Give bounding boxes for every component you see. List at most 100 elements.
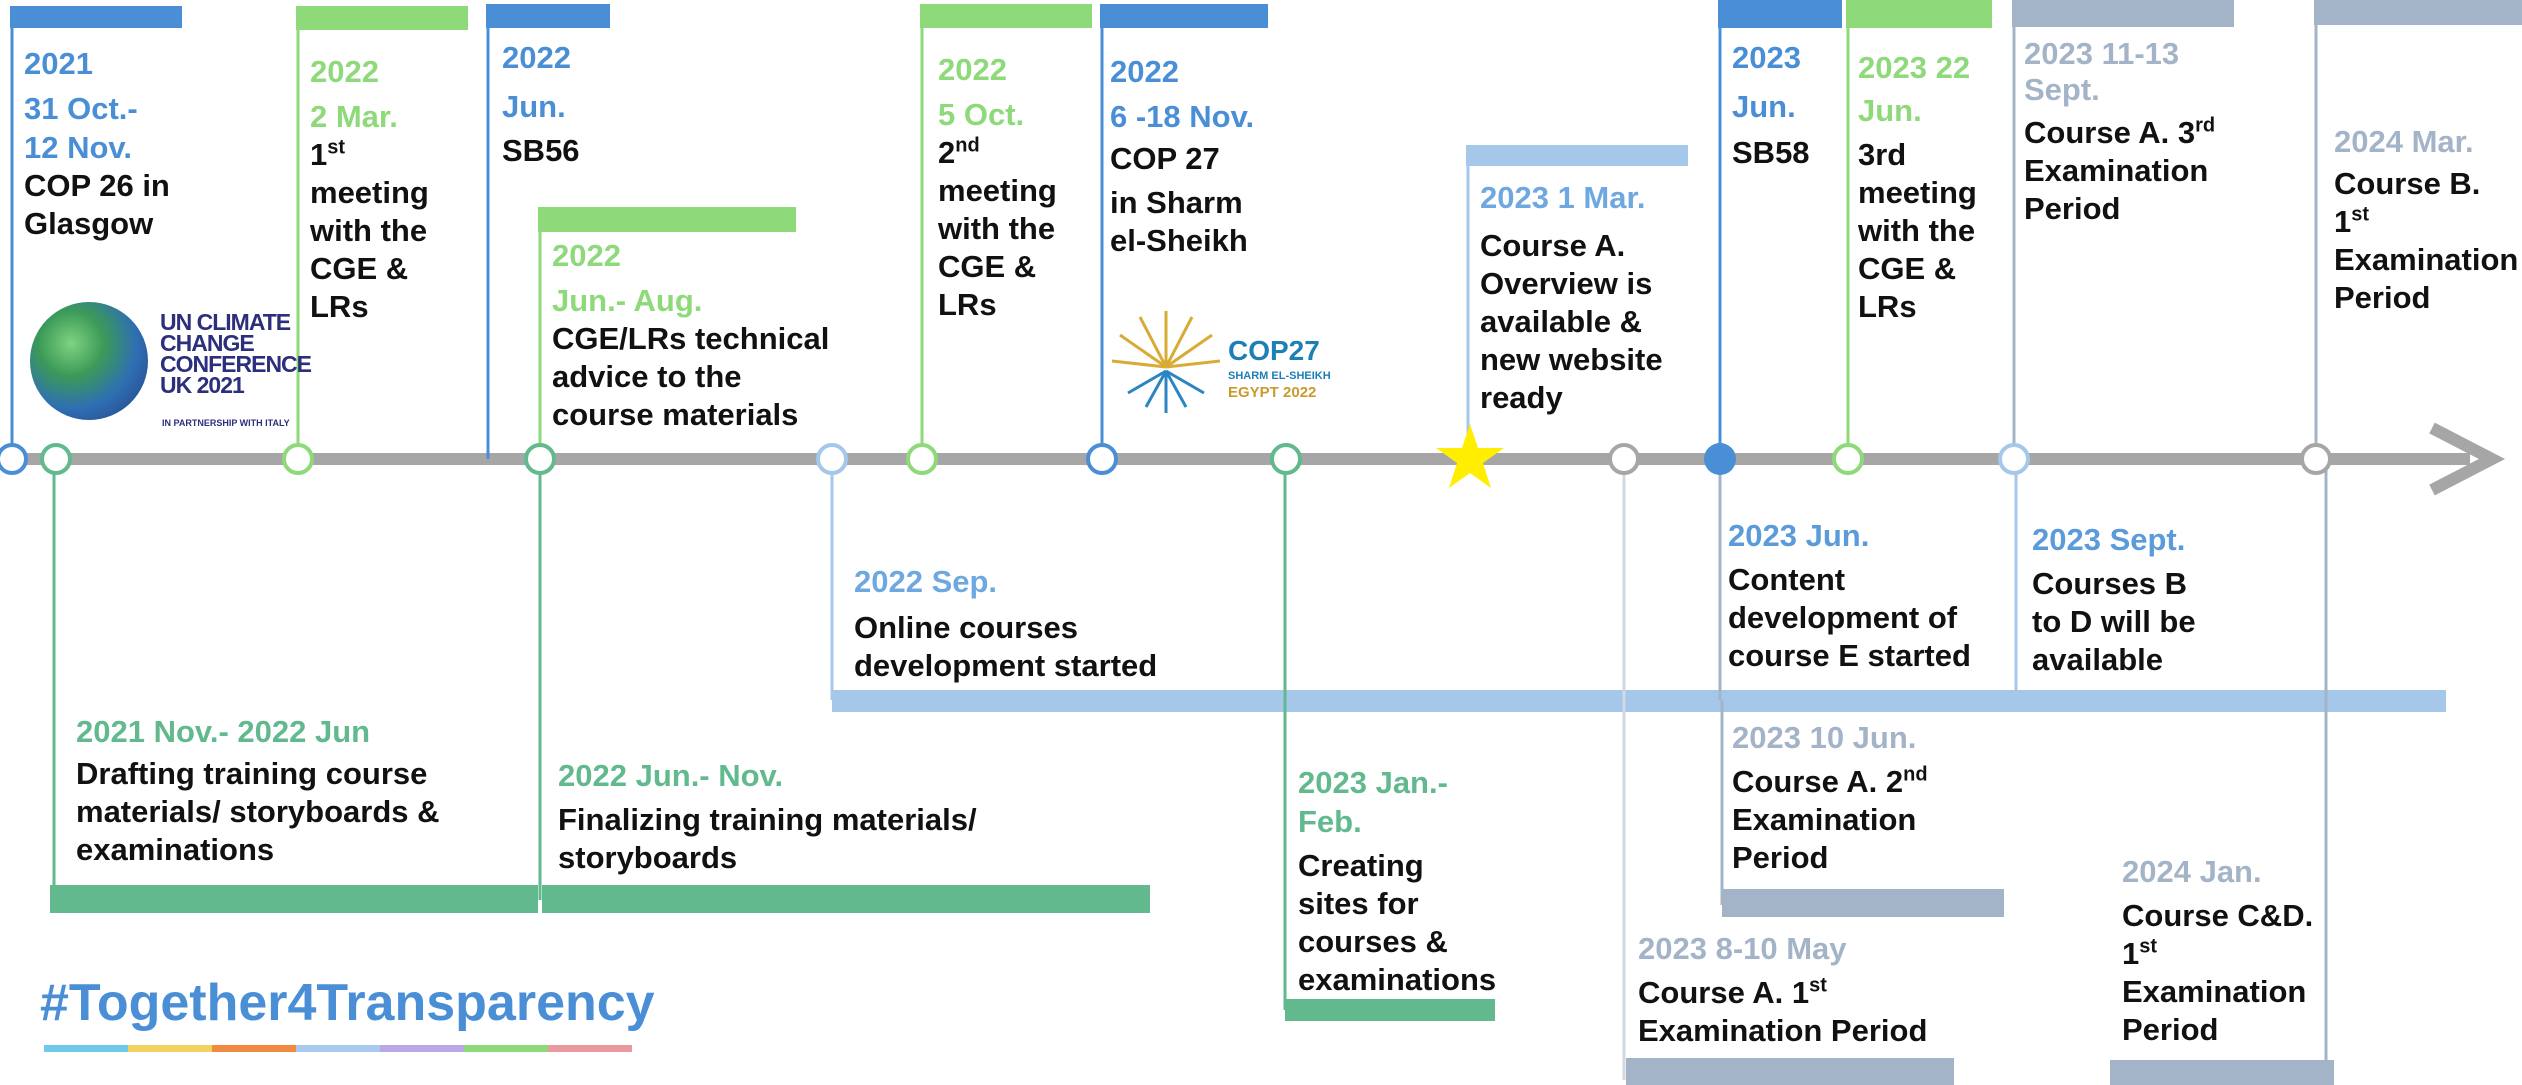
flag-e3 — [486, 4, 610, 459]
flag-e4 — [538, 207, 796, 459]
event-text: storyboards — [558, 840, 738, 875]
event-text: available & — [1480, 304, 1642, 339]
event-text: COP 27 — [1110, 141, 1220, 176]
event-text: Content — [1728, 562, 1846, 597]
event-date: 5 Oct. — [938, 97, 1025, 132]
event-text: meeting — [310, 175, 429, 210]
event-text: LRs — [310, 289, 369, 324]
cop27-logo-sub: SHARM EL-SHEIKH — [1228, 370, 1331, 382]
cop27-logo-name: COP27 — [1228, 335, 1320, 366]
event-text: el-Sheikh — [1110, 223, 1248, 258]
event-text: Period — [2024, 191, 2121, 226]
rainbow-segment — [296, 1045, 380, 1052]
event-text: sites for — [1298, 886, 1419, 921]
event-date: Jun. — [1858, 93, 1922, 128]
rainbow-segment — [128, 1045, 212, 1052]
event-date: 2 Mar. — [310, 99, 398, 134]
event-text: Examination — [1732, 802, 1917, 837]
event-e1: 2021 31 Oct.- 12 Nov. COP 26 in Glasgow — [24, 44, 170, 243]
event-date: Jun. — [1732, 89, 1796, 124]
event-e2: 2022 2 Mar. 1st meeting with the CGE & L… — [310, 52, 429, 326]
event-text: meeting — [1858, 175, 1977, 210]
event-text: SB56 — [502, 133, 580, 168]
rainbow-segment — [380, 1045, 464, 1052]
event-e7: 2023 1 Mar. Course A. Overview is availa… — [1480, 178, 1663, 417]
event-date: 2023 Jan.- — [1298, 765, 1448, 800]
uk-climate-conference-logo: UN CLIMATE CHANGE CONFERENCE UK 2021 IN … — [24, 300, 312, 435]
flag-e18 — [1720, 700, 2004, 917]
ordinal-suffix: st — [1809, 974, 1827, 997]
event-e18: 2023 10 Jun. Course A. 2nd Examination P… — [1732, 718, 1928, 877]
event-text: ready — [1480, 380, 1563, 415]
event-e12: 2021 Nov.- 2022 Jun Drafting training co… — [76, 712, 440, 869]
event-date: 2021 Nov.- 2022 Jun — [76, 714, 371, 749]
event-e5: 2022 5 Oct. 2nd meeting with the CGE & L… — [938, 50, 1057, 324]
node-e10 — [1998, 443, 2030, 475]
event-e13: 2022 Jun.- Nov. Finalizing training mate… — [558, 756, 977, 877]
event-text: Online courses — [854, 610, 1078, 645]
event-text: LRs — [1858, 289, 1917, 324]
rainbow-segment — [464, 1045, 548, 1052]
flag-e10 — [2012, 0, 2234, 459]
rainbow-segment — [548, 1045, 632, 1052]
event-text: Glasgow — [24, 206, 154, 241]
node-e4 — [524, 443, 556, 475]
event-text: SB58 — [1732, 135, 1810, 170]
event-text: Course A. — [1480, 228, 1626, 263]
ordinal-suffix: nd — [1903, 763, 1928, 786]
ordinal-number: 1 — [2122, 936, 2140, 971]
flag-e6 — [1100, 4, 1268, 459]
node-e9 — [1832, 443, 1864, 475]
flag-e13 — [538, 459, 1150, 913]
event-text: development of — [1728, 600, 1958, 635]
event-date: 31 Oct.- — [24, 91, 138, 126]
event-e20: 2024 Jan. Course C&D. 1st Examination Pe… — [2122, 852, 2313, 1049]
node-e5 — [906, 443, 938, 475]
cop27-logo-sub2: EGYPT 2022 — [1228, 384, 1317, 401]
rainbow-underline — [44, 1045, 632, 1052]
cop27-logo: COP27 SHARM EL-SHEIKH EGYPT 2022 — [1110, 305, 1331, 420]
ordinal-suffix: st — [327, 136, 346, 159]
event-date: 2023 1 Mar. — [1480, 180, 1646, 215]
flag-e1 — [10, 6, 182, 459]
event-e10: 2023 11-13 Sept. Course A. 3rd Examinati… — [2024, 36, 2215, 228]
event-date: 2022 — [502, 40, 571, 75]
ordinal-suffix: nd — [955, 134, 980, 157]
event-text: CGE & — [310, 251, 409, 286]
event-e3: 2022 Jun. SB56 — [502, 38, 580, 170]
event-date: 2023 10 Jun. — [1732, 720, 1917, 755]
event-text: Examination — [2122, 974, 2307, 1009]
event-text: Course A. 2 — [1732, 764, 1904, 799]
node-e6 — [1086, 443, 1118, 475]
event-text: new website — [1480, 342, 1663, 377]
node-e11 — [2300, 443, 2332, 475]
event-date: 6 -18 Nov. — [1110, 99, 1255, 134]
event-e11: 2024 Mar. Course B. 1st Examination Peri… — [2334, 122, 2518, 317]
flag-e11 — [2314, 0, 2522, 459]
timeline-arrowhead — [2429, 422, 2506, 496]
ordinal-suffix: st — [2351, 203, 2370, 226]
star-icon — [1436, 424, 1504, 488]
event-text: with the — [938, 211, 1056, 246]
event-text: to D will be — [2032, 604, 2196, 639]
event-e4: 2022 Jun.- Aug. CGE/LRs technical advice… — [552, 236, 829, 434]
event-text: examinations — [1298, 962, 1497, 997]
event-text: Courses B — [2032, 566, 2188, 601]
event-text: Examination — [2024, 153, 2209, 188]
event-text: COP 26 in — [24, 168, 170, 203]
node-e8 — [1704, 443, 1736, 475]
event-date: 2021 — [24, 46, 93, 81]
event-e19: 2023 Sept. Courses B to D will be availa… — [2032, 520, 2196, 679]
event-date: 2023 Sept. — [2032, 522, 2186, 557]
event-date: 2023 Jun. — [1728, 518, 1870, 553]
event-text: course materials — [552, 397, 799, 432]
event-text: Drafting training course — [76, 756, 428, 791]
event-e17: 2023 Jun. Content development of course … — [1728, 516, 1971, 675]
ordinal-suffix: rd — [2195, 114, 2216, 137]
flag-e16 — [1622, 459, 1954, 1085]
event-text: with the — [1858, 213, 1976, 248]
event-date: Jun. — [502, 89, 566, 124]
event-text: advice to the — [552, 359, 742, 394]
event-text: in Sharm — [1110, 185, 1243, 220]
